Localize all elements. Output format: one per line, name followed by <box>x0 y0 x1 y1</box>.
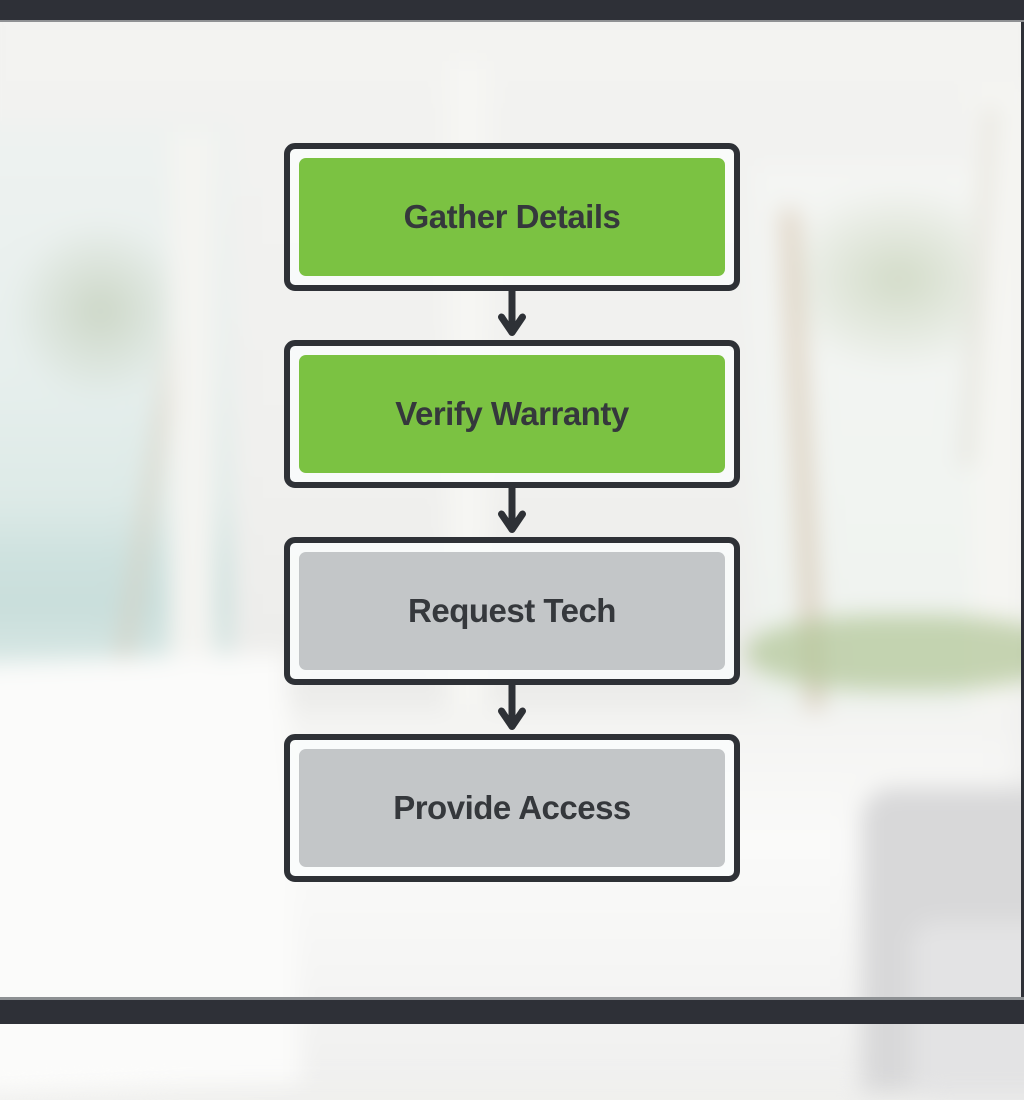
flow-step-label: Provide Access <box>299 749 725 867</box>
flow-step-label: Verify Warranty <box>299 355 725 473</box>
letterbox-divider-top <box>0 20 1024 22</box>
flow-connector <box>497 685 527 734</box>
letterbox-bar-top <box>0 0 1024 20</box>
window-frame-left <box>170 132 216 733</box>
arrow-down-icon <box>497 488 527 537</box>
flow-step-gather-details: Gather Details <box>284 143 740 291</box>
flow-step-provide-access: Provide Access <box>284 734 740 882</box>
arrow-down-icon <box>497 685 527 734</box>
shrubs-right <box>746 615 1024 691</box>
white-table-left <box>0 652 302 1096</box>
flow-step-label: Gather Details <box>299 158 725 276</box>
flow-connector <box>497 488 527 537</box>
flow-step-request-tech: Request Tech <box>284 537 740 685</box>
letterbox-bar-bottom <box>0 1000 1024 1024</box>
arrow-down-icon <box>497 291 527 340</box>
flowchart: Gather Details Verify Warranty Request T… <box>284 143 740 882</box>
flow-step-verify-warranty: Verify Warranty <box>284 340 740 488</box>
flow-step-label: Request Tech <box>299 552 725 670</box>
flow-connector <box>497 291 527 340</box>
